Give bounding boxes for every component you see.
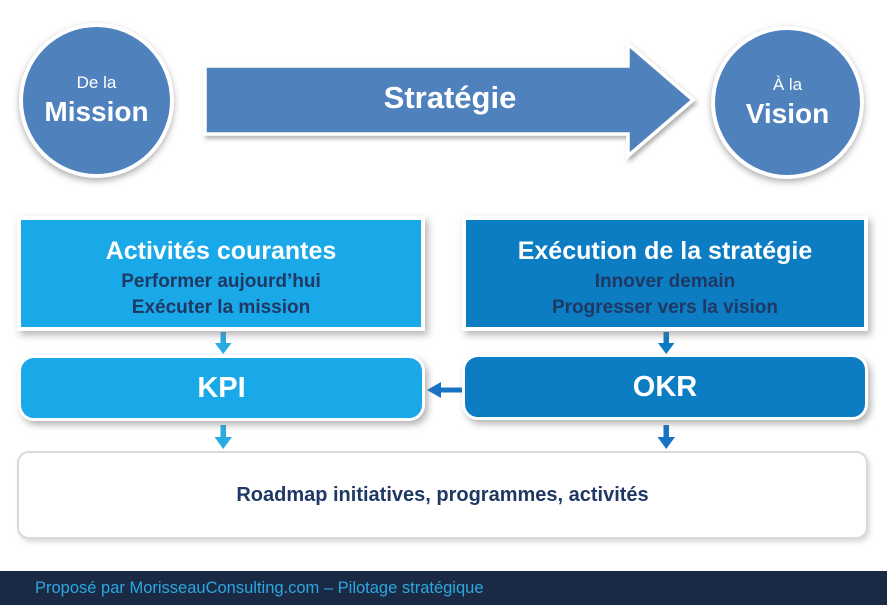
current-activities-line2: Exécuter la mission <box>131 297 311 319</box>
current-activities-title: Activités courantes <box>105 237 337 265</box>
kpi-box: KPI <box>18 355 425 421</box>
strategy-execution-title: Exécution de la stratégie <box>517 237 813 265</box>
vision-circle: À la Vision <box>711 26 864 179</box>
footer-bar: Proposé par MorisseauConsulting.com – Pi… <box>0 571 887 605</box>
vision-circle-prefix: À la <box>772 74 803 94</box>
down-arrow-activities-kpi-icon <box>215 332 232 354</box>
kpi-label: KPI <box>197 371 246 404</box>
okr-box: OKR <box>462 354 868 420</box>
mission-circle-prefix: De la <box>76 72 117 92</box>
current-activities-box: Activités courantes Performer aujourd’hu… <box>17 216 425 331</box>
current-activities-line1: Performer aujourd’hui <box>121 271 321 292</box>
footer-text: Proposé par MorisseauConsulting.com – Pi… <box>35 578 484 597</box>
mission-circle: De la Mission <box>19 23 174 178</box>
strategy-arrow-label: Stratégie <box>383 80 517 115</box>
mission-circle-title: Mission <box>44 95 149 127</box>
strategy-execution-line2: Progresser vers la vision <box>551 297 778 319</box>
okr-label: OKR <box>632 370 698 403</box>
down-arrow-execution-okr-icon <box>658 332 675 354</box>
strategy-execution-box: Exécution de la stratégie Innover demain… <box>462 216 868 331</box>
vision-circle-title: Vision <box>745 97 830 129</box>
down-arrow-okr-roadmap-icon <box>657 425 675 449</box>
left-arrow-okr-kpi-icon <box>427 382 462 398</box>
down-arrow-kpi-roadmap-icon <box>214 425 232 449</box>
strategy-execution-line1: Innover demain <box>594 271 736 292</box>
roadmap-label: Roadmap initiatives, programmes, activit… <box>236 483 649 506</box>
roadmap-box: Roadmap initiatives, programmes, activit… <box>17 451 868 539</box>
